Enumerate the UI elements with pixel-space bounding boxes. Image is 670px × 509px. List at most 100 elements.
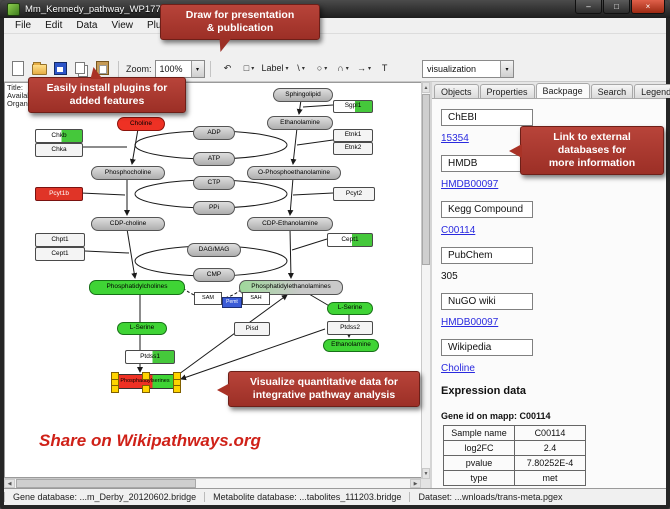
label-tool-button[interactable]: Label▾: [260, 58, 290, 78]
horizontal-scrollbar[interactable]: ◀ ▶: [4, 478, 421, 488]
chevron-down-icon[interactable]: ▾: [500, 61, 513, 77]
paste-button[interactable]: [92, 58, 112, 78]
pathway-node-sam[interactable]: SAM: [194, 292, 222, 305]
tab-backpage[interactable]: Backpage: [535, 83, 590, 98]
title-bar[interactable]: Mm_Kennedy_pathway_WP1771_45176.gp –□×: [0, 0, 670, 18]
pathway-node-l-serine-right[interactable]: L-Serine: [327, 302, 373, 315]
backpage-link[interactable]: HMDB00097: [441, 179, 499, 190]
backpage-link[interactable]: Choline: [441, 363, 475, 374]
backpage-link[interactable]: HMDB00097: [441, 317, 499, 328]
selection-handle[interactable]: [111, 385, 119, 393]
pathway-node-o-phosphoethanolamine[interactable]: O-Phosphoethanolamine: [247, 166, 341, 180]
pathway-node-pcyt2[interactable]: Pcyt2: [333, 187, 375, 201]
callout-arrow: [509, 144, 522, 158]
folder-icon: [31, 62, 47, 75]
pathway-node-choline[interactable]: Choline: [117, 117, 165, 131]
close-button[interactable]: ×: [631, 0, 665, 14]
node-label: L-Serine: [129, 324, 155, 332]
pathway-node-dag-mag[interactable]: DAG/MAG: [187, 243, 241, 257]
pathway-node-ptdss1[interactable]: Ptdss1: [125, 350, 175, 364]
undo-button[interactable]: ↶: [218, 58, 238, 78]
chevron-down-icon[interactable]: ▾: [190, 61, 204, 77]
connector-tool-button[interactable]: →▾: [354, 58, 374, 78]
pathway-node-chka[interactable]: Chka: [35, 143, 83, 157]
horizontal-scroll-track[interactable]: [15, 479, 410, 488]
pathway-node-cept1-left[interactable]: Cept1: [35, 247, 85, 261]
tab-search[interactable]: Search: [590, 84, 634, 98]
menu-data[interactable]: Data: [76, 20, 98, 31]
pathway-node-atp[interactable]: ATP: [193, 152, 235, 166]
pathway-node-ptdss2[interactable]: Ptdss2: [327, 321, 373, 335]
pathway-node-etnk1[interactable]: Etnk1: [333, 129, 373, 142]
tab-legend[interactable]: Legend: [634, 84, 670, 98]
tab-properties[interactable]: Properties: [479, 84, 535, 98]
pathway-node-cdp-choline[interactable]: CDP-choline: [91, 217, 165, 231]
pathway-node-ethanolamine-right[interactable]: Ethanolamine: [323, 339, 379, 352]
pathway-node-ppi[interactable]: PPi: [193, 201, 235, 215]
pathway-node-phosphocholine[interactable]: Phosphocholine: [91, 166, 165, 180]
pathway-node-cept1-right[interactable]: Cept1: [327, 233, 373, 247]
pathway-node-cdp-ethanolamine[interactable]: CDP-Ethanolamine: [247, 217, 333, 231]
new-file-button[interactable]: [8, 58, 28, 78]
node-label: Phosphatidylcholines: [106, 283, 168, 291]
selection-handle[interactable]: [142, 372, 150, 380]
menu-edit[interactable]: Edit: [45, 20, 63, 31]
node-label: Pisd: [245, 324, 259, 332]
pathway-node-pisd[interactable]: Pisd: [234, 322, 270, 336]
visualization-value: visualization: [427, 64, 477, 74]
pathway-node-phosphatidylserines[interactable]: Phosphatidylserines: [111, 372, 181, 393]
pathway-node-ctp[interactable]: CTP: [193, 176, 235, 190]
backpage-link[interactable]: C00114: [441, 225, 476, 236]
vertical-scroll-track[interactable]: [422, 93, 430, 468]
menu-file[interactable]: File: [15, 20, 32, 31]
shape-tool-button[interactable]: ○▾: [312, 58, 332, 78]
pathway-node-sphingolipid[interactable]: Sphingolipid: [273, 88, 333, 102]
save-button[interactable]: [50, 58, 70, 78]
vertical-scrollbar[interactable]: ▲ ▼: [421, 82, 430, 479]
selection-handle[interactable]: [142, 385, 150, 393]
pathway-node-sgpl1[interactable]: Sgpl1: [333, 100, 373, 113]
scroll-down-icon[interactable]: ▼: [422, 468, 430, 479]
zoom-combobox[interactable]: 100% ▾: [154, 60, 205, 78]
menu-view[interactable]: View: [111, 20, 133, 31]
pathway-node-etnk2[interactable]: Etnk2: [333, 142, 373, 155]
chevron-down-icon: ▾: [285, 65, 289, 72]
scroll-up-icon[interactable]: ▲: [422, 82, 430, 93]
backpage-section-header: PubChem: [441, 247, 533, 264]
text-tool-button[interactable]: T: [375, 58, 395, 78]
arc-tool-button[interactable]: ∩▾: [333, 58, 353, 78]
copy-button[interactable]: [71, 58, 91, 78]
pathway-node-ethanolamine-top[interactable]: Ethanolamine: [267, 116, 333, 130]
scroll-left-icon[interactable]: ◀: [4, 479, 15, 488]
callout-draw-for-presentation: Draw for presentation & publication: [160, 4, 320, 52]
pathway-node-l-serine-left[interactable]: L-Serine: [117, 322, 167, 335]
pathway-node-pcyt1b[interactable]: Pcyt1b: [35, 187, 83, 201]
pathway-node-chkb[interactable]: Chkb: [35, 129, 83, 143]
node-label: Sphingolipid: [285, 90, 321, 98]
backpage-section-header: NuGO wiki: [441, 293, 533, 310]
vertical-scroll-thumb[interactable]: [422, 94, 430, 265]
tab-objects[interactable]: Objects: [434, 84, 479, 98]
pathway-node-pemt[interactable]: Pemt: [222, 297, 242, 308]
pathway-node-chpt1[interactable]: Chpt1: [35, 233, 85, 247]
open-file-button[interactable]: [29, 58, 49, 78]
node-label: Cept1: [341, 235, 359, 243]
callout-arrow: [217, 383, 230, 397]
scroll-right-icon[interactable]: ▶: [410, 479, 421, 488]
pathway-node-adp[interactable]: ADP: [193, 126, 235, 140]
maximize-button[interactable]: □: [603, 0, 630, 14]
minimize-button[interactable]: –: [575, 0, 602, 14]
visualization-combobox[interactable]: visualization ▾: [422, 60, 514, 78]
backpage-link[interactable]: 15354: [441, 133, 469, 144]
horizontal-scroll-thumb[interactable]: [16, 479, 196, 488]
pathway-node-sah[interactable]: SAH: [242, 292, 270, 305]
selection-handle[interactable]: [173, 385, 181, 393]
pathway-node-cmp[interactable]: CMP: [193, 268, 235, 282]
datanode-tool-button[interactable]: □▾: [239, 58, 259, 78]
line-tool-button[interactable]: \▾: [291, 58, 311, 78]
pathway-node-phosphatidylcholines[interactable]: Phosphatidylcholines: [89, 280, 185, 295]
